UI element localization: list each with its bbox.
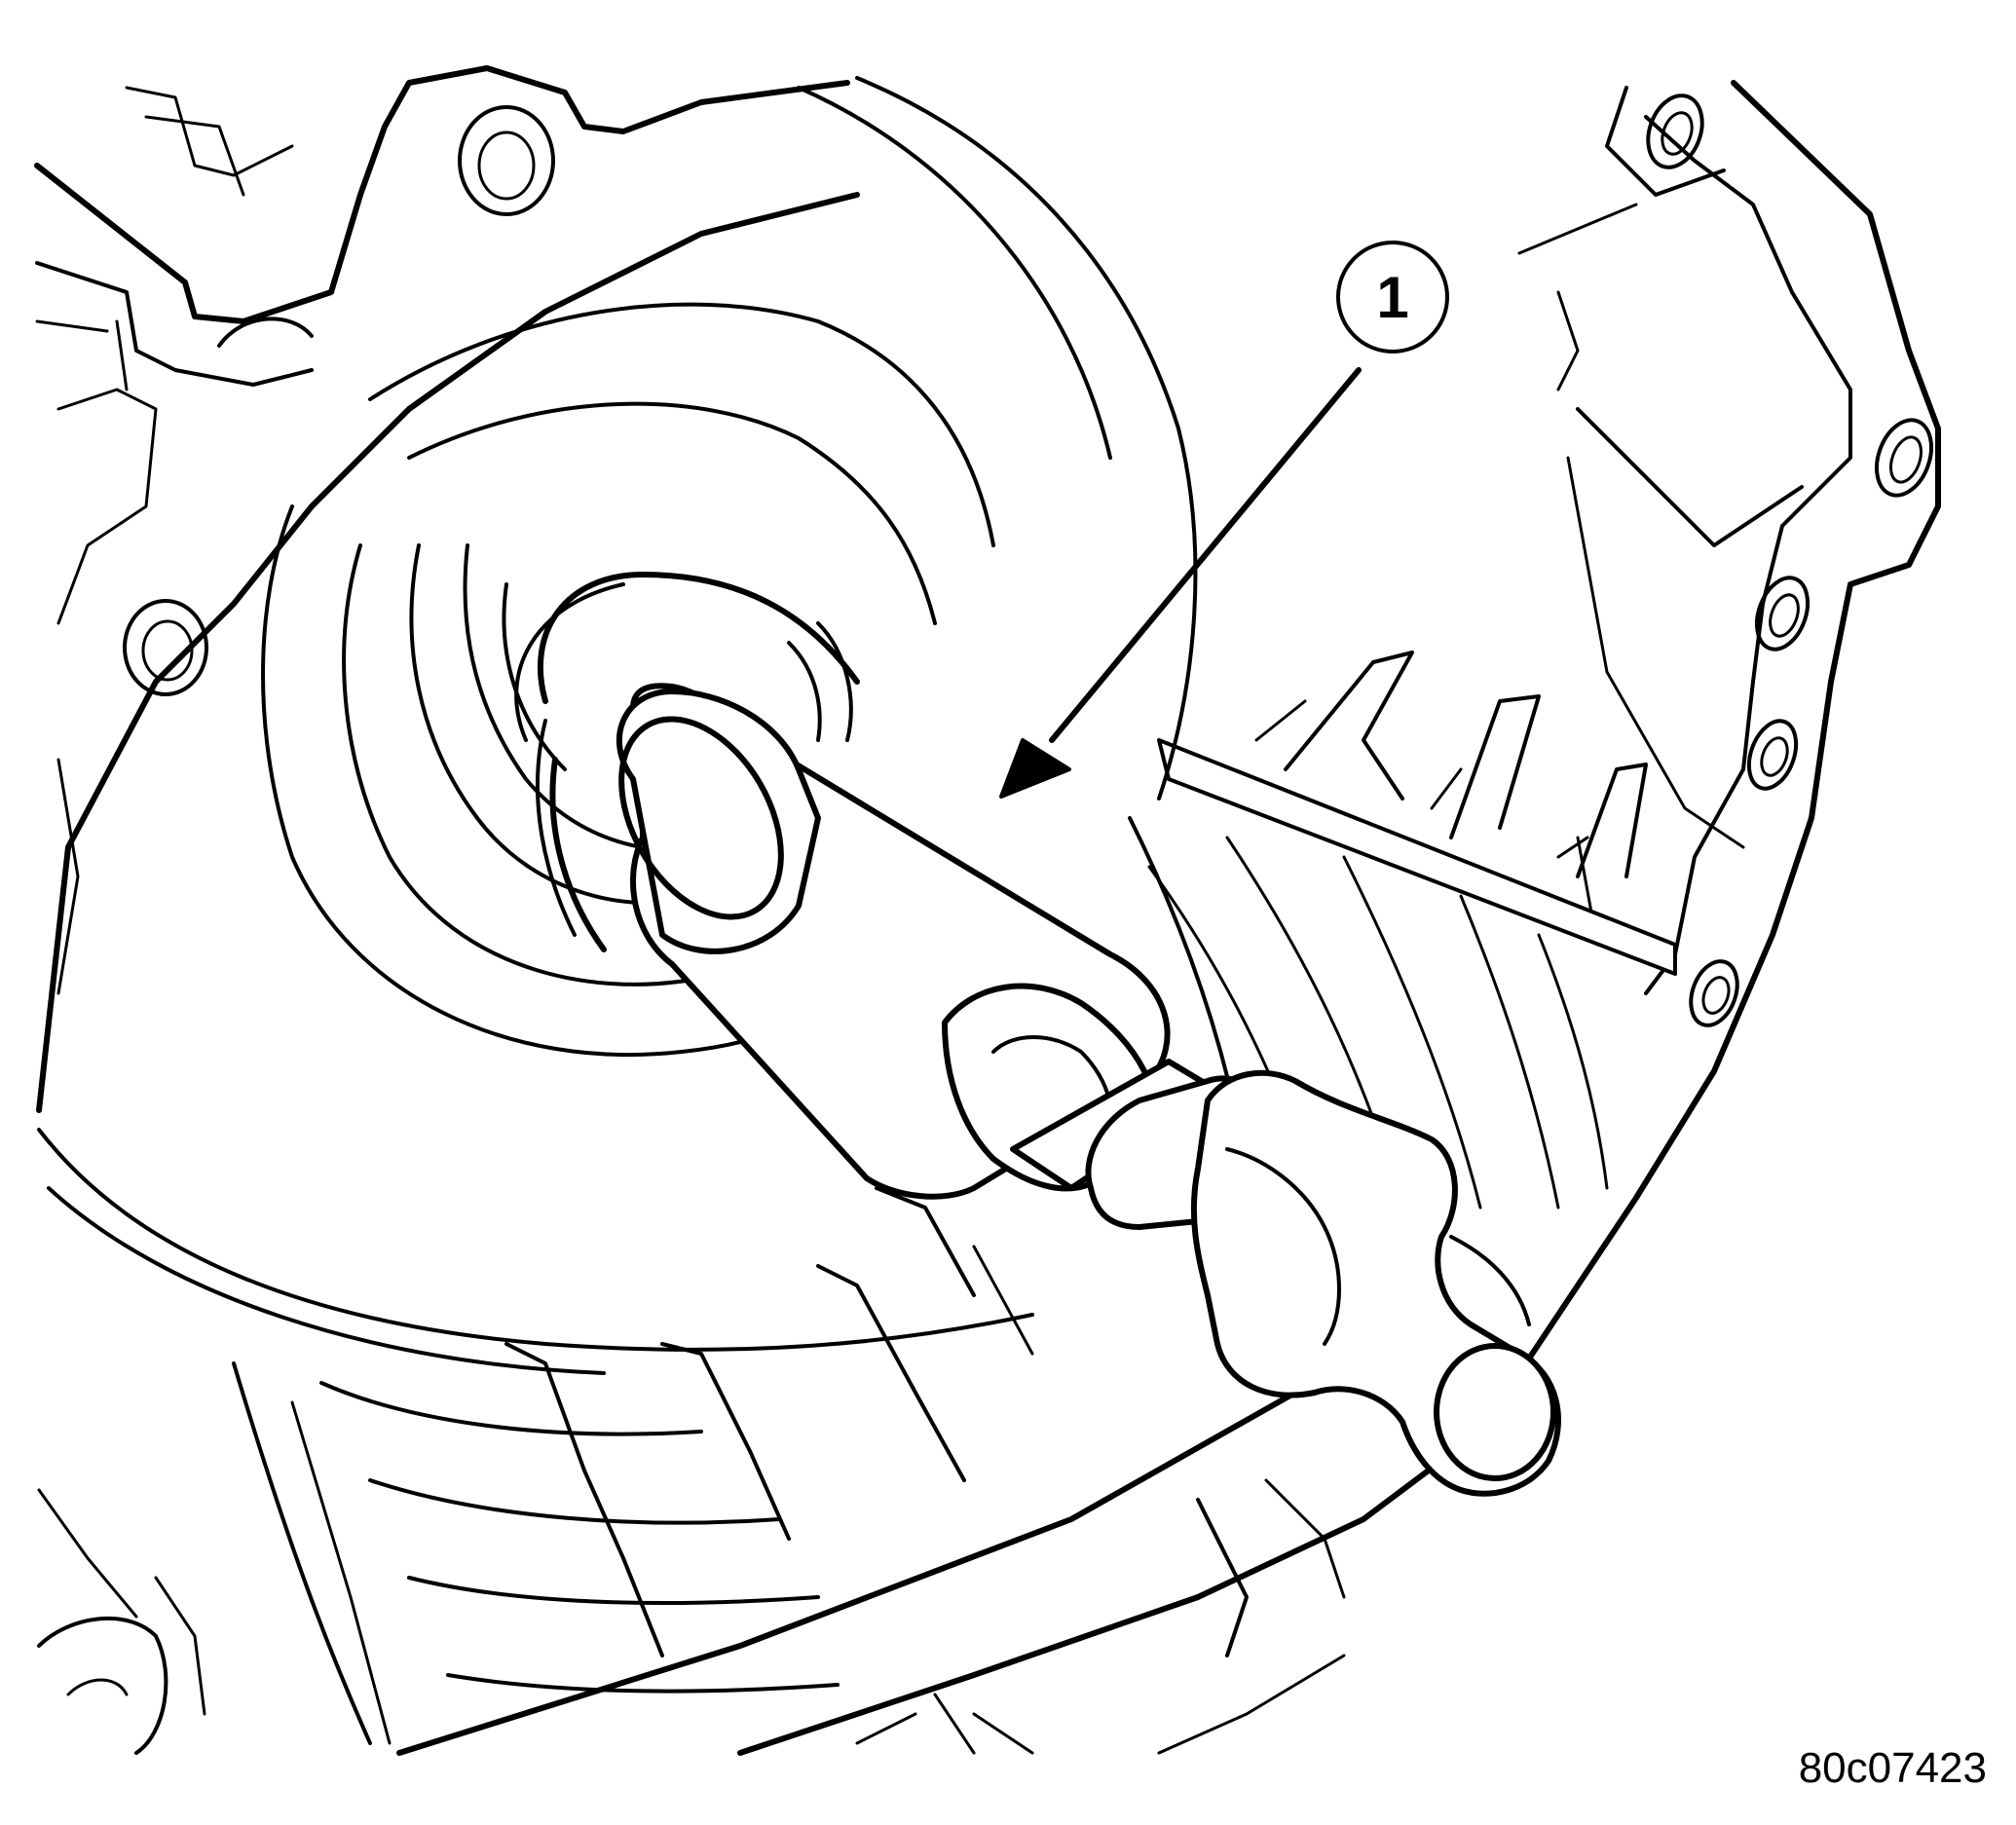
- transmission-housing: [34, 65, 1814, 1756]
- figure-code: 80c07423: [1799, 1744, 1987, 1792]
- seal-installer-tool: [616, 683, 1561, 1497]
- callout-number: 1: [1376, 265, 1408, 330]
- callout-1: 1: [999, 241, 1449, 799]
- callout-leader-line: [1049, 367, 1362, 743]
- callout-arrowhead-icon: [999, 738, 1071, 799]
- right-bellhousing-flange: [1128, 80, 1941, 1229]
- callout-circle: [1336, 241, 1449, 354]
- input-shaft-seal-bore: [514, 572, 860, 952]
